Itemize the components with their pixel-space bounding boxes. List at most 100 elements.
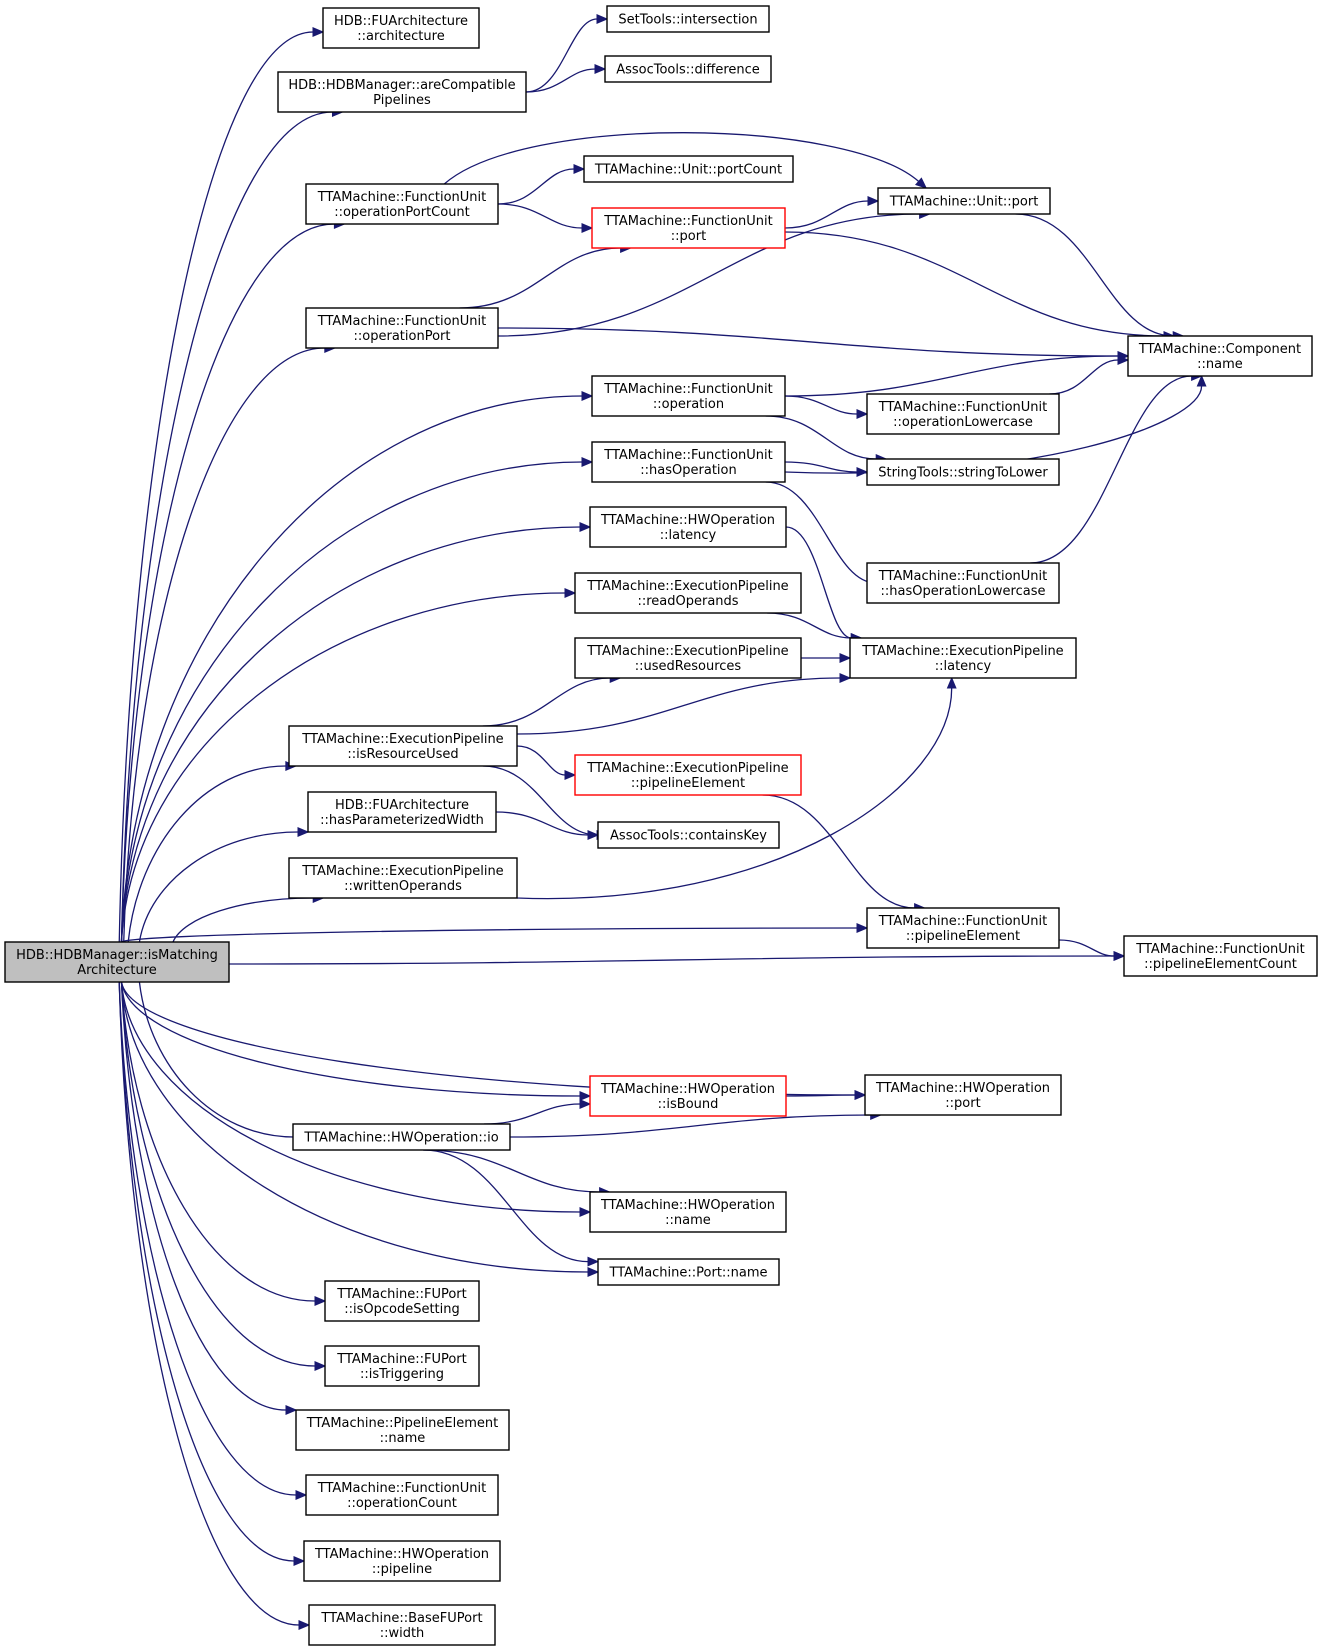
edge-line xyxy=(123,347,325,943)
node-box xyxy=(324,1280,480,1322)
edge-arrowhead xyxy=(581,223,594,233)
node-hwop-port[interactable]: TTAMachine::HWOperation::port xyxy=(864,1074,1062,1116)
node-basefuport-width[interactable]: TTAMachine::BaseFUPort::width xyxy=(308,1604,496,1646)
node-ep-written-operands[interactable]: TTAMachine::ExecutionPipeline::writtenOp… xyxy=(288,857,518,899)
edge-line xyxy=(120,981,287,1411)
node-box xyxy=(589,1191,787,1233)
node-label-line: TTAMachine::Unit::portCount xyxy=(594,163,782,178)
edge-arrowhead xyxy=(564,770,577,780)
edge-arrowhead xyxy=(587,830,600,840)
node-label-line: TTAMachine::FunctionUnit xyxy=(878,569,1047,584)
node-pipeline-element-name[interactable]: TTAMachine::PipelineElement::name xyxy=(295,1409,510,1451)
edge-fu_port-to-component_name xyxy=(784,231,1176,341)
node-box xyxy=(877,187,1051,215)
node-hwop-is-bound[interactable]: TTAMachine::HWOperation::isBound xyxy=(589,1075,787,1117)
node-fu-operation[interactable]: TTAMachine::FunctionUnit::operation xyxy=(591,375,786,417)
node-box xyxy=(288,857,518,899)
node-label-line: TTAMachine::FunctionUnit xyxy=(603,214,772,229)
node-box xyxy=(591,375,786,417)
edge-line xyxy=(525,18,598,93)
node-label-line: TTAMachine::Unit::port xyxy=(889,195,1039,210)
node-box xyxy=(305,183,499,225)
node-label-line: ::latency xyxy=(660,528,717,543)
edge-root-to-fu_pipeline_element xyxy=(121,923,869,943)
node-component-name[interactable]: TTAMachine::Component::name xyxy=(1127,335,1313,377)
node-label-line: TTAMachine::FunctionUnit xyxy=(878,400,1047,415)
edge-line xyxy=(765,481,877,584)
node-fuport-is-triggering[interactable]: TTAMachine::FUPort::isTriggering xyxy=(324,1345,480,1387)
edge-fu_operation_port_count-to-unit_port xyxy=(443,132,928,189)
edge-root-to-fu_has_operation xyxy=(120,457,594,943)
edge-root-to-hwop_latency xyxy=(120,522,592,943)
node-fuarch-architecture[interactable]: HDB::FUArchitecture::architecture xyxy=(322,7,480,49)
edge-fu_operation_port-to-component_name xyxy=(497,327,1130,361)
node-label-line: TTAMachine::HWOperation xyxy=(600,1082,775,1097)
edge-line xyxy=(120,981,316,1302)
edge-line xyxy=(120,111,333,943)
node-label-line: TTAMachine::ExecutionPipeline xyxy=(586,644,788,659)
edge-line xyxy=(172,897,314,943)
node-label-line: ::operationCount xyxy=(347,1496,457,1511)
node-fu-pipeline-element[interactable]: TTAMachine::FunctionUnit::pipelineElemen… xyxy=(866,907,1060,949)
node-hwop-name[interactable]: TTAMachine::HWOperation::name xyxy=(589,1191,787,1233)
node-fu-pipeline-element-count[interactable]: TTAMachine::FunctionUnit::pipelineElemen… xyxy=(1123,935,1318,977)
node-fuarch-has-param-width[interactable]: HDB::FUArchitecture::hasParameterizedWid… xyxy=(307,791,497,833)
node-fu-operation-port[interactable]: TTAMachine::FunctionUnit::operationPort xyxy=(305,307,499,349)
node-assoctools-contains-key[interactable]: AssocTools::containsKey xyxy=(597,821,780,849)
node-label-line: Pipelines xyxy=(373,93,431,108)
node-fu-has-operation-lowercase[interactable]: TTAMachine::FunctionUnit::hasOperationLo… xyxy=(866,562,1060,604)
node-label-line: ::operationPort xyxy=(354,329,451,344)
edge-fu_operation-to-fu_operation_lowercase xyxy=(784,395,869,419)
node-ep-used-resources[interactable]: TTAMachine::ExecutionPipeline::usedResou… xyxy=(574,637,802,679)
node-ep-latency[interactable]: TTAMachine::ExecutionPipeline::latency xyxy=(849,637,1077,679)
node-box xyxy=(866,907,1060,949)
edge-hwop_io-to-port_name xyxy=(423,1149,600,1267)
edge-root-to-fu_operation xyxy=(120,391,594,943)
edge-ep_written_operands-to-ep_latency xyxy=(516,676,957,900)
node-fu-operation-port-count[interactable]: TTAMachine::FunctionUnit::operationPortC… xyxy=(305,183,499,225)
node-label-line: TTAMachine::ExecutionPipeline xyxy=(861,644,1063,659)
edge-fuarch_has_param_width-to-assoctools_contains_key xyxy=(495,811,600,840)
node-label-line: ::hasOperationLowercase xyxy=(881,584,1046,599)
node-settools-intersection[interactable]: SetTools::intersection xyxy=(606,5,770,33)
edge-arrowhead xyxy=(581,391,594,401)
node-ep-read-operands[interactable]: TTAMachine::ExecutionPipeline::readOpera… xyxy=(574,572,802,614)
edge-hwop_is_bound-to-hwop_port xyxy=(785,1090,867,1100)
node-hwop-latency[interactable]: TTAMachine::HWOperation::latency xyxy=(589,506,787,548)
node-box xyxy=(303,1540,501,1582)
node-box xyxy=(308,1604,496,1646)
node-box xyxy=(324,1345,480,1387)
node-hwop-pipeline[interactable]: TTAMachine::HWOperation::pipeline xyxy=(303,1540,501,1582)
edge-arrowhead xyxy=(914,177,928,189)
node-port-name[interactable]: TTAMachine::Port::name xyxy=(597,1258,780,1286)
node-ep-pipeline-element[interactable]: TTAMachine::ExecutionPipeline::pipelineE… xyxy=(574,754,802,796)
node-hwop-io[interactable]: TTAMachine::HWOperation::io xyxy=(292,1123,511,1151)
edge-arrowhead xyxy=(314,1361,327,1371)
node-label-line: ::name xyxy=(1197,357,1243,372)
node-fu-operation-lowercase[interactable]: TTAMachine::FunctionUnit::operationLower… xyxy=(866,393,1060,435)
node-unit-port[interactable]: TTAMachine::Unit::port xyxy=(877,187,1051,215)
edge-root-to-fuarch_has_param_width xyxy=(138,827,310,943)
edge-line xyxy=(120,526,581,943)
edge-are_compatible_pipelines-to-assoctools_difference xyxy=(525,64,607,93)
edge-line xyxy=(127,765,286,943)
node-label-line: Architecture xyxy=(77,963,157,978)
edge-arrowhead xyxy=(856,467,869,477)
edge-root-to-ep_read_operands xyxy=(120,588,577,943)
node-label-line: TTAMachine::FunctionUnit xyxy=(603,448,772,463)
edge-hwop_io-to-hwop_name xyxy=(423,1149,611,1197)
node-fu-port[interactable]: TTAMachine::FunctionUnit::port xyxy=(591,207,786,249)
node-assoctools-difference[interactable]: AssocTools::difference xyxy=(604,55,772,83)
node-unit-port-count[interactable]: TTAMachine::Unit::portCount xyxy=(583,155,794,183)
node-string-to-lower[interactable]: StringTools::stringToLower xyxy=(866,458,1060,486)
edge-fu_operation_lowercase-to-component_name xyxy=(1049,355,1130,395)
node-fu-has-operation[interactable]: TTAMachine::FunctionUnit::hasOperation xyxy=(591,441,786,483)
node-fu-operation-count[interactable]: TTAMachine::FunctionUnit::operationCount xyxy=(305,1474,499,1516)
node-label-line: ::usedResources xyxy=(635,659,742,674)
edge-line xyxy=(1049,359,1119,395)
node-fuport-is-opcode-setting[interactable]: TTAMachine::FUPort::isOpcodeSetting xyxy=(324,1280,480,1322)
node-ep-is-resource-used[interactable]: TTAMachine::ExecutionPipeline::isResourc… xyxy=(288,725,518,767)
